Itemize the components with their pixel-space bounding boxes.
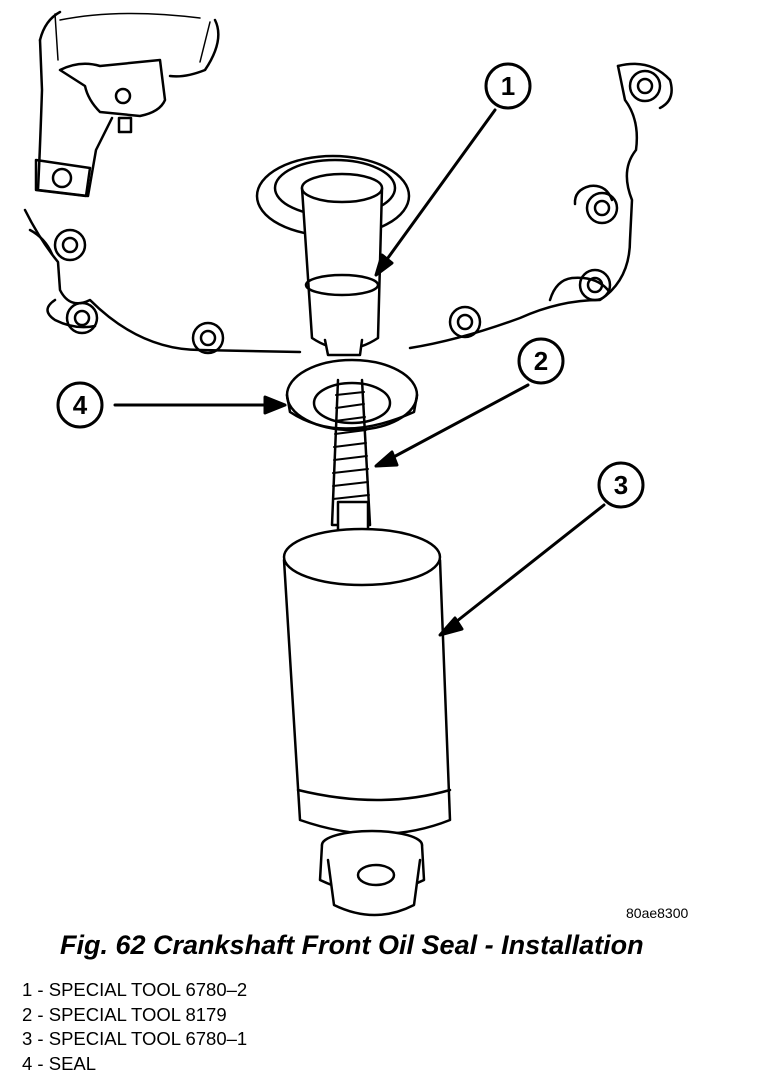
bolt — [628, 69, 662, 103]
cover-bolts — [53, 69, 662, 355]
callout-1-number: 1 — [501, 71, 515, 101]
callout-2-number: 2 — [534, 346, 548, 376]
callout-4: 4 — [56, 381, 104, 429]
bolt — [53, 228, 87, 262]
bolt — [585, 191, 619, 225]
figure-reference-code: 80ae8300 — [626, 905, 689, 921]
parts-legend: 1 - SPECIAL TOOL 6780–2 2 - SPECIAL TOOL… — [22, 978, 247, 1076]
seal — [285, 358, 419, 432]
bolt — [191, 321, 225, 355]
tool-8179 — [330, 378, 372, 534]
callout-3: 3 — [597, 461, 645, 509]
callout-1: 1 — [484, 62, 532, 110]
legend-item: 2 - SPECIAL TOOL 8179 — [22, 1003, 227, 1025]
legend-item: 3 - SPECIAL TOOL 6780–1 — [22, 1028, 248, 1049]
bolt — [448, 305, 482, 339]
legend-item: 4 - SEAL — [22, 1052, 97, 1074]
tool-6780-1 — [282, 527, 452, 917]
bolt — [578, 268, 612, 302]
bolt — [65, 301, 99, 335]
callout-4-number: 4 — [73, 390, 88, 420]
figure-caption: Fig. 62 Crankshaft Front Oil Seal - Inst… — [60, 930, 644, 960]
seal-installation-illustration: 1 2 3 4 — [23, 10, 673, 917]
tool-6780-2 — [300, 172, 384, 357]
callout-2: 2 — [517, 337, 565, 385]
engine-bracket — [34, 10, 220, 198]
callout-arrows — [113, 108, 606, 637]
callout-3-number: 3 — [614, 470, 628, 500]
legend-item: 1 - SPECIAL TOOL 6780–2 — [22, 979, 248, 1000]
